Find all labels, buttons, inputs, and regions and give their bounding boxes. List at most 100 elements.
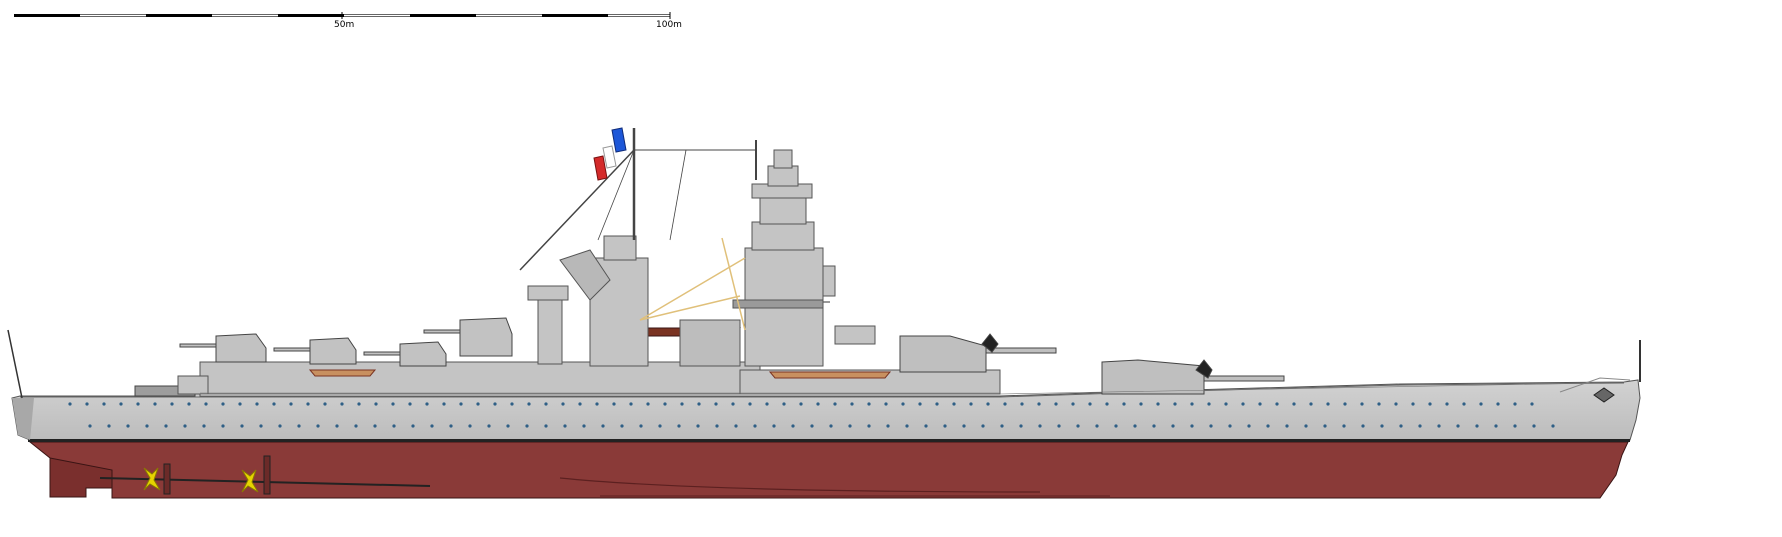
porthole: [629, 402, 633, 406]
porthole: [791, 424, 795, 428]
porthole: [1418, 424, 1422, 428]
porthole: [658, 424, 662, 428]
porthole: [323, 402, 327, 406]
superstructure: [177, 149, 1001, 395]
scale-bar-segments: [80, 14, 670, 17]
deck-railing: [200, 382, 1601, 395]
porthole: [240, 424, 244, 428]
porthole: [183, 424, 187, 428]
porthole: [459, 402, 463, 406]
porthole: [357, 402, 361, 406]
porthole: [119, 402, 123, 406]
porthole: [1292, 402, 1296, 406]
porthole: [952, 402, 956, 406]
porthole: [782, 402, 786, 406]
boot-topping: [28, 439, 1630, 442]
porthole: [1095, 424, 1099, 428]
porthole: [442, 402, 446, 406]
porthole: [107, 424, 111, 428]
battleship-profile: [7, 127, 1641, 499]
hull: [11, 379, 1641, 499]
porthole: [935, 402, 939, 406]
porthole: [943, 424, 947, 428]
porthole: [126, 424, 130, 428]
porthole: [1361, 424, 1365, 428]
porthole: [1399, 424, 1403, 428]
porthole: [680, 402, 684, 406]
porthole: [1551, 424, 1555, 428]
anti-torpedo-bulge: [559, 477, 1041, 493]
porthole: [1342, 424, 1346, 428]
porthole: [1285, 424, 1289, 428]
porthole: [1241, 402, 1245, 406]
porthole: [924, 424, 928, 428]
porthole: [1437, 424, 1441, 428]
porthole: [164, 424, 168, 428]
aft-rangefinder: [603, 235, 637, 261]
rudder: [49, 457, 113, 498]
porthole: [1360, 402, 1364, 406]
porthole: [715, 424, 719, 428]
secondary-turret: [834, 325, 876, 345]
porthole: [510, 402, 514, 406]
porthole: [1513, 402, 1517, 406]
porthole: [563, 424, 567, 428]
porthole: [1309, 402, 1313, 406]
porthole: [639, 424, 643, 428]
catapult-crane: [559, 249, 611, 301]
porthole: [1394, 402, 1398, 406]
scale-bar: 50m 100m: [0, 0, 700, 40]
porthole: [765, 402, 769, 406]
porthole: [340, 402, 344, 406]
porthole: [544, 424, 548, 428]
porthole: [714, 402, 718, 406]
porthole: [202, 424, 206, 428]
aft-deckhouse: [199, 361, 761, 395]
porthole: [848, 424, 852, 428]
porthole: [1275, 402, 1279, 406]
porthole: [601, 424, 605, 428]
stern-staff: [7, 329, 23, 399]
main-turret-forward: [1101, 359, 1205, 395]
porthole: [1133, 424, 1137, 428]
porthole: [1105, 402, 1109, 406]
porthole: [1475, 424, 1479, 428]
porthole: [595, 402, 599, 406]
porthole: [408, 402, 412, 406]
boat: [768, 371, 892, 379]
porthole: [1020, 402, 1024, 406]
porthole: [525, 424, 529, 428]
porthole: [799, 402, 803, 406]
porthole: [1530, 402, 1534, 406]
turret-hood: [1195, 359, 1213, 379]
masts: [519, 128, 757, 331]
propeller-icon: [241, 469, 259, 493]
porthole: [833, 402, 837, 406]
porthole: [430, 424, 434, 428]
porthole: [1038, 424, 1042, 428]
porthole: [901, 402, 905, 406]
porthole: [425, 402, 429, 406]
main-turret-aft: [899, 335, 987, 373]
porthole: [1207, 402, 1211, 406]
porthole: [696, 424, 700, 428]
porthole: [1190, 402, 1194, 406]
porthole: [1224, 402, 1228, 406]
porthole: [1343, 402, 1347, 406]
porthole: [221, 424, 225, 428]
porthole: [1411, 402, 1415, 406]
porthole: [1209, 424, 1213, 428]
porthole: [85, 402, 89, 406]
porthole: [731, 402, 735, 406]
porthole: [962, 424, 966, 428]
scale-label-100m: 100m: [656, 20, 682, 30]
porthole: [578, 402, 582, 406]
bow-details: [1559, 340, 1641, 403]
porthole: [1076, 424, 1080, 428]
porthole: [1037, 402, 1041, 406]
porthole: [335, 424, 339, 428]
porthole: [544, 402, 548, 406]
porthole: [272, 402, 276, 406]
porthole: [1304, 424, 1308, 428]
boat: [308, 369, 377, 377]
